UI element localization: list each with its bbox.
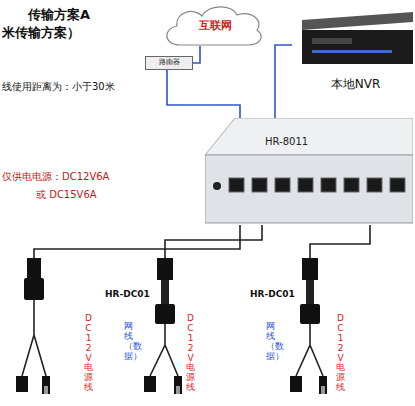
router-box: 路由器	[145, 56, 193, 70]
splitter-body	[155, 304, 175, 324]
rj45-port	[390, 178, 405, 192]
cable-label: DC12V电源线	[84, 314, 93, 393]
router-outline	[146, 57, 193, 70]
dc-jack-tip	[321, 386, 325, 394]
splitter-plug: HR-DC01	[105, 258, 180, 304]
node-label: HR-DC01	[250, 289, 295, 299]
plug-boot	[306, 280, 314, 304]
splitter-body	[300, 304, 320, 324]
plug-boot	[161, 280, 169, 304]
switch-front	[205, 155, 413, 223]
nvr-top	[302, 12, 413, 30]
rj45-plug	[157, 258, 173, 280]
dc-jack	[42, 376, 50, 394]
node-label: HR-DC01	[105, 289, 150, 299]
cable-label: DC12V电源线	[186, 314, 195, 393]
rj45-port	[275, 178, 290, 192]
split-cable	[22, 300, 46, 376]
node-label: HR-8011	[265, 136, 308, 147]
node-label: 互联网	[160, 18, 271, 33]
rj45-port	[321, 178, 336, 192]
cable-line	[165, 225, 262, 258]
dc-jack-tip	[176, 386, 180, 394]
node-label: 本地NVR	[292, 76, 415, 93]
power-note: 或 DC15V6A	[36, 188, 97, 202]
distance-note: 线使用距离为：小于30米	[2, 80, 115, 94]
poe-switch: HR-8011	[205, 118, 413, 225]
node-label: 路由器	[145, 57, 193, 67]
internet-cloud: 互联网	[160, 4, 271, 46]
rj45-port	[298, 178, 313, 192]
power-note: 仅供电电源：DC12V6A	[2, 170, 109, 184]
nvr-slot	[312, 38, 352, 44]
cable-line	[310, 225, 370, 258]
rj45-port	[367, 178, 382, 192]
cable-line	[193, 46, 200, 63]
poe-switch-shape	[205, 118, 413, 225]
split-cable	[150, 324, 178, 376]
rj45-port	[229, 178, 244, 192]
network-cable	[34, 225, 240, 258]
dc-jack-tip	[44, 386, 48, 394]
dc-jack	[174, 376, 182, 394]
splitter-body	[24, 278, 44, 300]
rj45-socket	[144, 376, 156, 392]
title-text: 传输方案A	[28, 6, 90, 24]
nvr-front	[302, 30, 413, 64]
rj45-plug	[27, 258, 41, 278]
splitter-plug: HR-DC01	[250, 258, 325, 304]
cable-line	[167, 70, 240, 118]
subtitle-text: 米传输方案）	[2, 24, 80, 42]
dc-jack	[319, 376, 327, 394]
cable-label: DC12V电源线	[336, 314, 345, 393]
split-cable	[296, 324, 323, 376]
cable-label: 网线（数据）	[266, 322, 275, 362]
nvr-led-strip	[312, 50, 392, 53]
rj45-plug	[302, 258, 318, 280]
rj45-socket	[16, 376, 28, 392]
switch-top	[205, 118, 413, 155]
cable-line	[275, 45, 292, 118]
rj45-socket	[290, 376, 302, 392]
power-jack	[213, 182, 221, 190]
cable-label: 网线（数据）	[124, 322, 133, 362]
nvr-device: 本地NVR	[292, 12, 415, 98]
rj45-port	[252, 178, 267, 192]
rj45-port	[344, 178, 359, 192]
